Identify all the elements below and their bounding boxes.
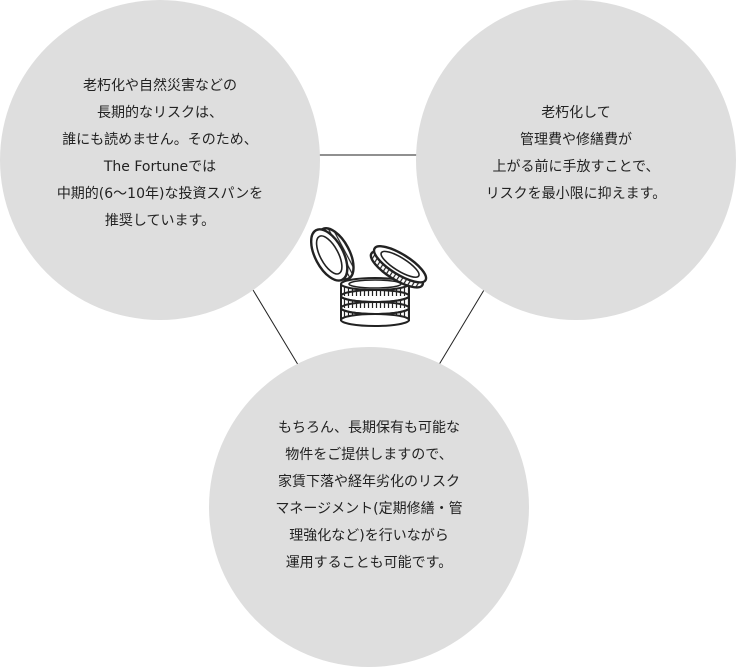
coin-stack: [340, 277, 410, 327]
circle-left-line: 誰にも読めません。そのため、: [62, 132, 258, 148]
circle-bottom-line: 運用することも可能です。: [285, 555, 453, 571]
coin-tilted: [369, 245, 428, 289]
circle-sell-before-aging: 老朽化して 管理費や修繕費が 上がる前に手放すことで、 リスクを最小限に抑えます…: [416, 0, 736, 320]
circle-bottom-line: 家賃下落や経年劣化のリスク: [278, 474, 460, 490]
circle-right-line: 上がる前に手放すことで、: [492, 159, 660, 175]
circle-right-line: 老朽化して: [541, 105, 611, 121]
circle-left-line: 中期的(6〜10年)な投資スパンを: [56, 186, 264, 202]
circle-bottom-line: もちろん、長期保有も可能な: [278, 420, 460, 436]
circle-long-term-risk: 老朽化や自然災害などの 長期的なリスクは、 誰にも読めません。そのため、 The…: [0, 0, 320, 320]
circle-left-line: 老朽化や自然災害などの: [82, 78, 237, 94]
circle-right-line: 管理費や修繕費が: [519, 132, 632, 148]
connector-line-right: [436, 284, 488, 369]
circle-bottom-text: もちろん、長期保有も可能な 物件をご提供しますので、 家賃下落や経年劣化のリスク…: [275, 415, 462, 577]
circle-bottom-line: マネージメント(定期修繕・管: [275, 501, 463, 517]
circle-right-line: リスクを最小限に抑えます。: [485, 186, 667, 202]
circle-long-term-holding: もちろん、長期保有も可能な 物件をご提供しますので、 家賃下落や経年劣化のリスク…: [209, 347, 529, 667]
connector-line-left: [249, 284, 301, 369]
coin-upright: [309, 227, 355, 282]
circle-left-text: 老朽化や自然災害などの 長期的なリスクは、 誰にも読めません。そのため、 The…: [57, 73, 263, 235]
circle-left-line: The Fortuneでは: [103, 159, 217, 175]
circle-bottom-line: 物件をご提供しますので、: [285, 447, 453, 463]
coins-icon: [309, 227, 428, 327]
circle-left-line: 長期的なリスクは、: [96, 105, 223, 121]
circle-left-line: 推奨しています。: [104, 213, 216, 229]
circle-bottom-line: 理強化など)を行いながら: [289, 528, 449, 544]
circle-right-text: 老朽化して 管理費や修繕費が 上がる前に手放すことで、 リスクを最小限に抑えます…: [486, 100, 667, 208]
